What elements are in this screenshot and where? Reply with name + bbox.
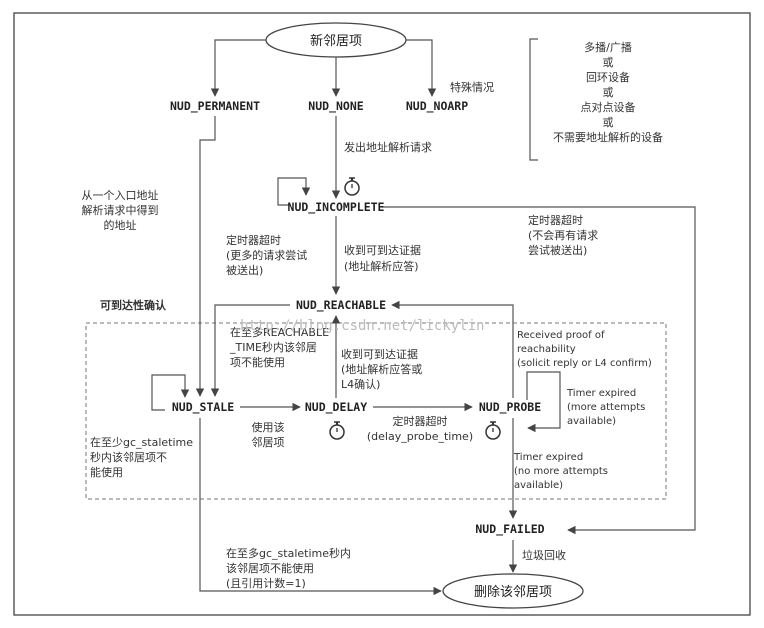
svg-text:收到可到达证据: 收到可到达证据: [341, 347, 418, 361]
note-reachability-confirm: 可到达性确认: [100, 298, 167, 312]
probe-self-loop: [526, 371, 561, 433]
svg-text:能使用: 能使用: [90, 465, 123, 479]
svg-text:被送出): 被送出): [226, 263, 263, 277]
svg-text:或: 或: [603, 56, 614, 69]
svg-text:多播/广播: 多播/广播: [584, 40, 632, 54]
svg-text:在至多REACHABLE: 在至多REACHABLE: [230, 325, 329, 339]
svg-text:(地址解析应答或: (地址解析应答或: [341, 362, 422, 376]
note-timer-no-more: 定时器超时 (不会再有请求 尝试被送出): [528, 213, 598, 257]
svg-text:不需要地址解析的设备: 不需要地址解析的设备: [553, 130, 663, 144]
svg-text:_TIME秒内该邻居: _TIME秒内该邻居: [229, 340, 317, 354]
note-timer-more: 定时器超时 (更多的请求尝试 被送出): [226, 233, 307, 277]
node-probe: NUD_PROBE: [479, 400, 541, 415]
note-reachable-time: 在至多REACHABLE _TIME秒内该邻居 项不能使用: [229, 325, 329, 369]
svg-text:定时器超时: 定时器超时: [226, 233, 281, 247]
svg-text:available): available): [514, 480, 563, 491]
svg-text:(不会再有请求: (不会再有请求: [528, 228, 598, 242]
devices-bracket: [529, 38, 538, 161]
note-use-entry: 使用该 邻居项: [252, 420, 285, 449]
svg-text:的地址: 的地址: [104, 218, 137, 232]
node-delete-entry: 删除该邻居项: [474, 585, 552, 600]
note-timer-delay: 定时器超时 (delay_probe_time): [367, 414, 473, 443]
svg-text:L4确认): L4确认): [341, 378, 380, 391]
incomplete-self-loop: [277, 177, 311, 206]
arrow-stale-delete: [199, 418, 442, 596]
timer-icon: [485, 421, 501, 440]
note-garbage: 垃圾回收: [522, 548, 566, 562]
svg-text:reachability: reachability: [517, 344, 576, 355]
node-permanent: NUD_PERMANENT: [170, 99, 260, 114]
diagram-frame: [13, 12, 751, 616]
svg-text:项不能使用: 项不能使用: [230, 355, 285, 369]
svg-text:(more attempts: (more attempts: [567, 402, 645, 413]
svg-text:或: 或: [603, 116, 614, 129]
node-new-entry: 新邻居项: [310, 33, 362, 49]
arrow-new-permanent: [210, 39, 266, 97]
delete-entry-ellipse: [442, 573, 584, 609]
svg-text:使用该: 使用该: [252, 420, 285, 434]
note-got-proof-l4: 收到可到达证据 (地址解析应答或 L4确认): [341, 347, 422, 391]
svg-text:秒内该邻居项不: 秒内该邻居项不: [90, 450, 167, 464]
note-timer-expired-more: Timer expired (more attempts available): [566, 388, 645, 427]
watermark: http://blog.csdn.net/lickylin: [240, 318, 484, 334]
svg-text:解析请求中得到: 解析请求中得到: [82, 203, 159, 217]
note-send-request: 发出地址解析请求: [344, 140, 432, 154]
note-received-proof: Received proof of reachability (solicit …: [517, 330, 652, 369]
svg-text:定时器超时: 定时器超时: [528, 213, 583, 227]
svg-text:该邻居项不能使用: 该邻居项不能使用: [226, 561, 314, 575]
arrow-entry-stale: [195, 116, 216, 397]
arrow-reachable-stale: [210, 304, 290, 397]
svg-text:available): available): [567, 416, 616, 427]
node-incomplete: NUD_INCOMPLETE: [288, 200, 385, 215]
note-got-proof: 收到可到达证据 (地址解析应答): [344, 243, 421, 273]
note-timer-expired-no-more: Timer expired (no more attempts availabl…: [513, 452, 608, 491]
svg-text:Received proof of: Received proof of: [517, 330, 605, 341]
svg-text:在至少gc_staletime: 在至少gc_staletime: [90, 436, 193, 449]
stale-self-loop: [151, 374, 190, 411]
svg-text:Timer expired: Timer expired: [513, 452, 583, 463]
svg-text:在至多gc_staletime秒内: 在至多gc_staletime秒内: [226, 546, 351, 560]
timer-icon: [344, 177, 360, 196]
arrow-probe-reachable: [391, 300, 514, 398]
timer-icon: [329, 421, 345, 440]
node-noarp: NUD_NOARP: [406, 99, 468, 114]
reachability-region: [85, 322, 667, 500]
svg-text:Timer expired: Timer expired: [566, 388, 636, 399]
svg-text:从一个入口地址: 从一个入口地址: [82, 188, 159, 202]
svg-text:回环设备: 回环设备: [586, 70, 630, 84]
note-special-case: 特殊情况: [450, 80, 494, 94]
note-gc-refcnt: 在至多gc_staletime秒内 该邻居项不能使用 (且引用计数=1): [226, 546, 351, 590]
note-devices: 多播/广播 或 回环设备 或 点对点设备 或 不需要地址解析的设备: [553, 40, 663, 144]
svg-text:(更多的请求尝试: (更多的请求尝试: [226, 248, 307, 262]
svg-text:(solicit reply or L4 confirm): (solicit reply or L4 confirm): [517, 358, 652, 369]
svg-text:或: 或: [603, 86, 614, 99]
svg-text:尝试被送出): 尝试被送出): [528, 243, 587, 257]
node-reachable: NUD_REACHABLE: [296, 298, 386, 313]
svg-text:点对点设备: 点对点设备: [581, 100, 636, 114]
node-delay: NUD_DELAY: [305, 400, 367, 415]
svg-text:(delay_probe_time): (delay_probe_time): [367, 430, 473, 443]
svg-text:定时器超时: 定时器超时: [393, 414, 448, 428]
svg-text:(no more attempts: (no more attempts: [514, 466, 608, 477]
node-failed: NUD_FAILED: [475, 522, 544, 537]
svg-text:邻居项: 邻居项: [252, 436, 285, 449]
svg-text:(且引用计数=1): (且引用计数=1): [226, 576, 306, 590]
node-stale: NUD_STALE: [172, 400, 234, 415]
arrow-incomplete-failed: [382, 206, 696, 535]
arrow-new-noarp: [406, 39, 437, 97]
note-gc-staletime: 在至少gc_staletime 秒内该邻居项不 能使用: [90, 436, 193, 479]
svg-text:收到可到达证据: 收到可到达证据: [344, 243, 421, 257]
svg-text:(地址解析应答): (地址解析应答): [344, 259, 419, 273]
node-none: NUD_NONE: [308, 99, 363, 114]
note-from-request: 从一个入口地址 解析请求中得到 的地址: [82, 188, 159, 232]
